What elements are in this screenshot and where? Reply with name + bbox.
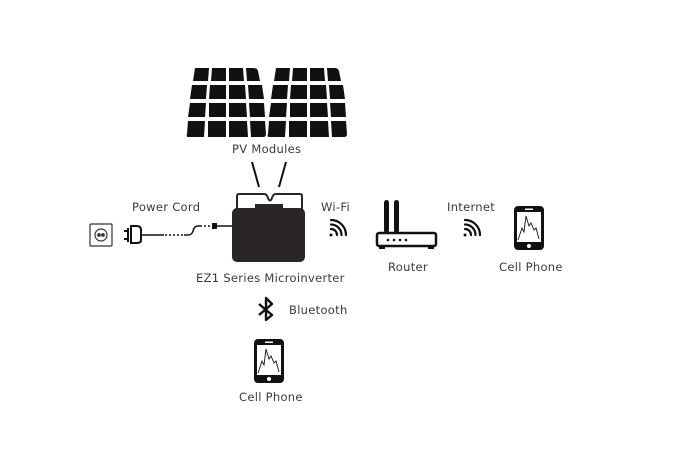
wifi-label: Wi-Fi [321,200,350,214]
cell-phone-internet-label: Cell Phone [499,260,563,274]
microinverter-icon [232,193,305,262]
inverter-label: EZ1 Series Microinverter [196,271,345,285]
wifi-signal-icon [329,218,348,237]
power-cord-label: Power Cord [132,200,201,214]
solar-panel-icon [267,68,347,137]
wifi-signal-icon [463,218,482,237]
bluetooth-label: Bluetooth [289,303,348,317]
cord-connector [212,223,217,229]
pv-cables [251,161,287,188]
router-icon [375,200,438,249]
plug-icon [124,225,142,244]
router-label: Router [388,260,428,274]
cell-phone-icon [514,206,544,250]
solar-panel-icon [186,68,266,137]
internet-label: Internet [447,200,496,214]
wall-socket-icon [89,223,113,247]
power-cord [141,225,232,236]
cell-phone-icon [254,339,284,383]
cell-phone-bluetooth-label: Cell Phone [239,390,303,404]
pv-modules-label: PV Modules [232,142,302,156]
bluetooth-icon [258,296,274,322]
